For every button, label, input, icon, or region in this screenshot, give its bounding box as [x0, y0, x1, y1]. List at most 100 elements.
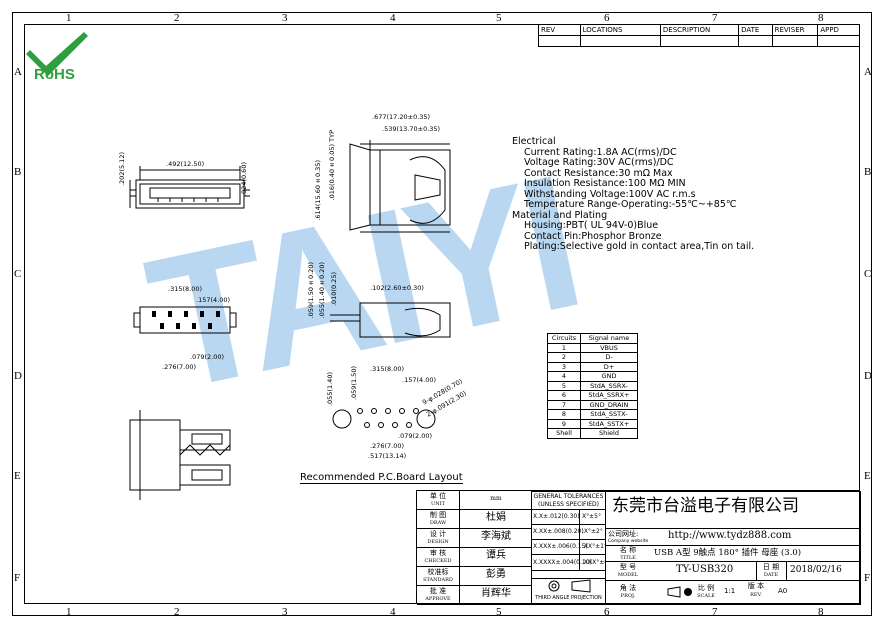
title-label-en: TITLE — [620, 555, 636, 561]
signal-circuit: 2 — [547, 352, 581, 363]
col-number-top: 2 — [174, 12, 180, 24]
proj-row: 角 法 PROJ. 比 例 SCALE 1:1 版 本 REV. A0 — [605, 580, 861, 605]
pcb-layout-label: Recommended P.C.Board Layout — [300, 472, 463, 484]
sig-divider — [459, 510, 460, 529]
sig-label-en-checked: CHECKED — [424, 558, 452, 564]
row-letter-left: C — [14, 268, 22, 280]
dim-front-height: .202(5.12) — [118, 152, 126, 187]
rev-cell — [579, 35, 661, 47]
sig-label-en-design: DESIGN — [427, 539, 449, 545]
sig-divider — [459, 491, 460, 510]
model-row: 型 号 MODEL TY-USB320 日 期 DATE 2018/02/16 — [605, 561, 861, 581]
tol-angular: .XXX°±0.5° — [582, 558, 605, 566]
tol-linear: X.XXX±.006(0.15) — [532, 540, 588, 554]
scale-value: 1:1 — [724, 587, 736, 595]
material-line: Housing:PBT( UL 94V-0)Blue — [524, 220, 659, 231]
rev-cell — [738, 35, 773, 47]
title-label: 名 称 — [619, 546, 637, 554]
rev-value: A0 — [778, 587, 788, 595]
title-row: 名 称 TITLE USB A型 9触点 180° 插件 母座 (3.0) — [605, 545, 861, 562]
row-letter-left: E — [14, 470, 21, 482]
material-line: Contact Pin:Phosphor Bronze — [524, 230, 662, 242]
drawing-frame — [12, 12, 872, 616]
dim-side-len2: .539(13.70±0.35) — [382, 125, 441, 133]
side-view-drawing — [349, 140, 451, 233]
rev-header: DATE — [738, 24, 773, 36]
signal-name: StdA_SSRX- — [580, 380, 638, 391]
tol-title: GENERAL TOLERANCES — [533, 493, 604, 500]
dim-tail2: .055(1.40±0.20) — [318, 262, 326, 319]
website-label-en: Company website — [608, 539, 649, 544]
sig-label-en-approve: APPROVE — [425, 596, 451, 602]
sig-value-draw: 杜娟 — [486, 512, 506, 523]
rev-header: APPD — [817, 24, 860, 36]
website-label: 公司网址: — [608, 530, 639, 538]
date-value: 2018/02/16 — [790, 565, 842, 575]
tol-row: X.X±.012(0.30)X°±5° — [532, 510, 605, 525]
tail-view-drawing — [330, 302, 451, 338]
col-number-top: 5 — [496, 12, 502, 24]
rev-header: REV — [538, 24, 581, 36]
sig-divider — [459, 567, 460, 586]
dim-pcb-h2: .059(1.50) — [350, 366, 358, 401]
pin-view-drawing — [133, 306, 237, 334]
dim-pcb-total: .517(13.14) — [368, 452, 407, 460]
electrical-heading: Electrical — [512, 136, 556, 147]
angle-projection-icon — [667, 586, 692, 598]
sig-label-design: 设 计 — [429, 530, 447, 538]
signal-name: Shield — [580, 428, 638, 439]
sig-value-design: 李海斌 — [481, 531, 511, 542]
dim-pcb-small: .079(2.00) — [398, 432, 433, 440]
signal-circuit: 9 — [547, 418, 581, 429]
rev-label: 版 本 — [747, 582, 765, 590]
sig-label-unit: 单 位 — [429, 492, 447, 500]
col-number-bottom: 7 — [712, 606, 718, 618]
rev-header: LOCATIONS — [579, 24, 661, 36]
electrical-line: Insulation Resistance:100 MΩ MIN — [524, 178, 686, 189]
rev-cell — [817, 35, 860, 47]
rev-header: DESCRIPTION — [659, 24, 740, 36]
signal-name: D+ — [580, 361, 638, 372]
website-row: 公司网址: Company website http://www.tydz888… — [605, 528, 861, 546]
tol-angular: .XX°±1° — [582, 543, 606, 550]
sig-label-draw: 制 图 — [429, 511, 447, 519]
sig-value-standard: 彭勇 — [486, 569, 506, 580]
dim-pcb-row: .276(7.00) — [370, 442, 405, 450]
signal-circuit: 3 — [547, 361, 581, 372]
row-letter-left: D — [14, 370, 22, 382]
tol-sub: (UNLESS SPECIFIED) — [532, 501, 605, 510]
model-value: TY-USB320 — [676, 564, 734, 575]
signal-name: StdA_SSRX+ — [580, 390, 638, 401]
row-letter-right: C — [864, 268, 872, 280]
title-value: USB A型 9触点 180° 插件 母座 (3.0) — [654, 548, 802, 558]
sig-label-standard: 校准标 — [427, 568, 449, 576]
dim-side-len1: .677(17.20±0.35) — [372, 113, 431, 121]
sig-label-en-draw: DRAW — [429, 520, 447, 526]
col-number-bottom: 8 — [818, 606, 824, 618]
sig-label-en-standard: STANDARD — [423, 577, 453, 583]
signal-name: StdA_SSTX+ — [580, 418, 638, 429]
sig-label-checked: 审 核 — [429, 549, 447, 557]
signal-circuit: 8 — [547, 409, 581, 420]
company-name: 东莞市台溢电子有限公司 — [612, 496, 799, 516]
dim-tail1: .059(1.50±0.20) — [307, 262, 315, 319]
projection-label: THIRD ANGLE PROJECTION — [535, 595, 602, 601]
rohs-logo-text: RoHS — [34, 66, 75, 83]
col-number-top: 4 — [390, 12, 396, 24]
model-label-en: MODEL — [617, 572, 639, 578]
dim-tail3: .010(0.25) — [330, 272, 338, 307]
